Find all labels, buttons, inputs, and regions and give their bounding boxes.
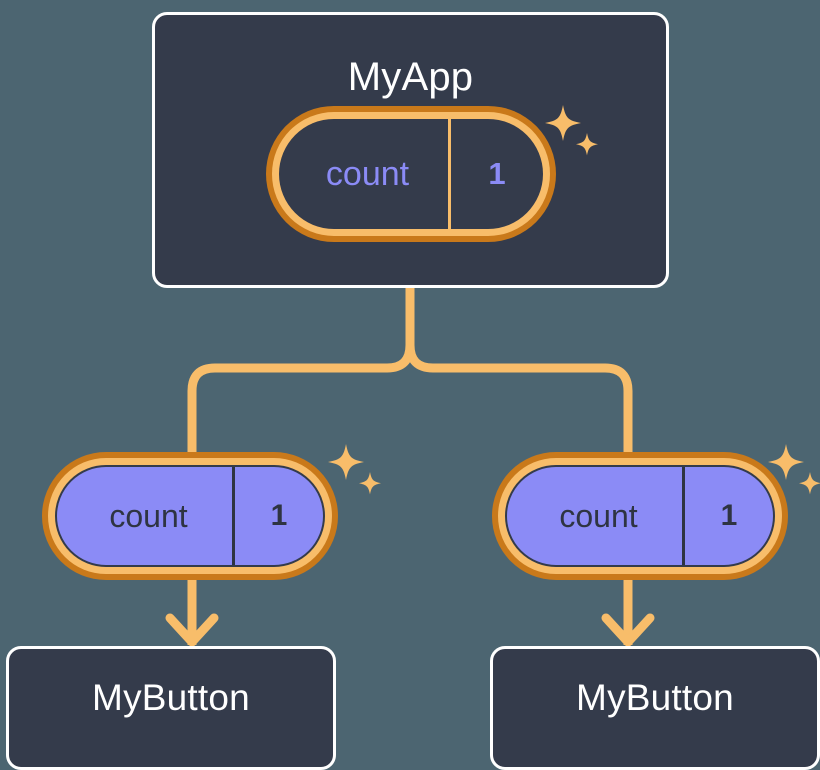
state-key-label: count	[325, 154, 410, 193]
arrow-down-icon	[165, 613, 219, 647]
branch-connector	[405, 340, 633, 475]
state-pill-face: count 1	[55, 465, 325, 567]
component-box-mybutton-right[interactable]: MyButton	[490, 646, 820, 770]
state-value-label: 1	[682, 467, 773, 565]
state-pill-face: count 1	[279, 119, 543, 229]
state-key-label: count	[559, 497, 638, 534]
component-title: MyButton	[576, 677, 734, 718]
state-pill-root[interactable]: count 1	[266, 106, 556, 242]
arrow-down-icon	[601, 613, 655, 647]
component-title: MyApp	[347, 55, 474, 99]
state-pill-child-left[interactable]: count 1	[42, 452, 338, 580]
state-key-label: count	[109, 497, 188, 534]
state-pill-child-right[interactable]: count 1	[492, 452, 788, 580]
component-title: MyButton	[92, 677, 250, 718]
component-box-mybutton-left[interactable]: MyButton	[6, 646, 336, 770]
state-pill-ring: count 1	[48, 458, 332, 574]
state-pill-ring: count 1	[498, 458, 782, 574]
state-value-label: 1	[232, 467, 323, 565]
state-pill-ring: count 1	[272, 112, 550, 236]
state-pill-face: count 1	[505, 465, 775, 567]
branch-connector	[187, 283, 415, 475]
state-value-label: 1	[448, 119, 543, 229]
